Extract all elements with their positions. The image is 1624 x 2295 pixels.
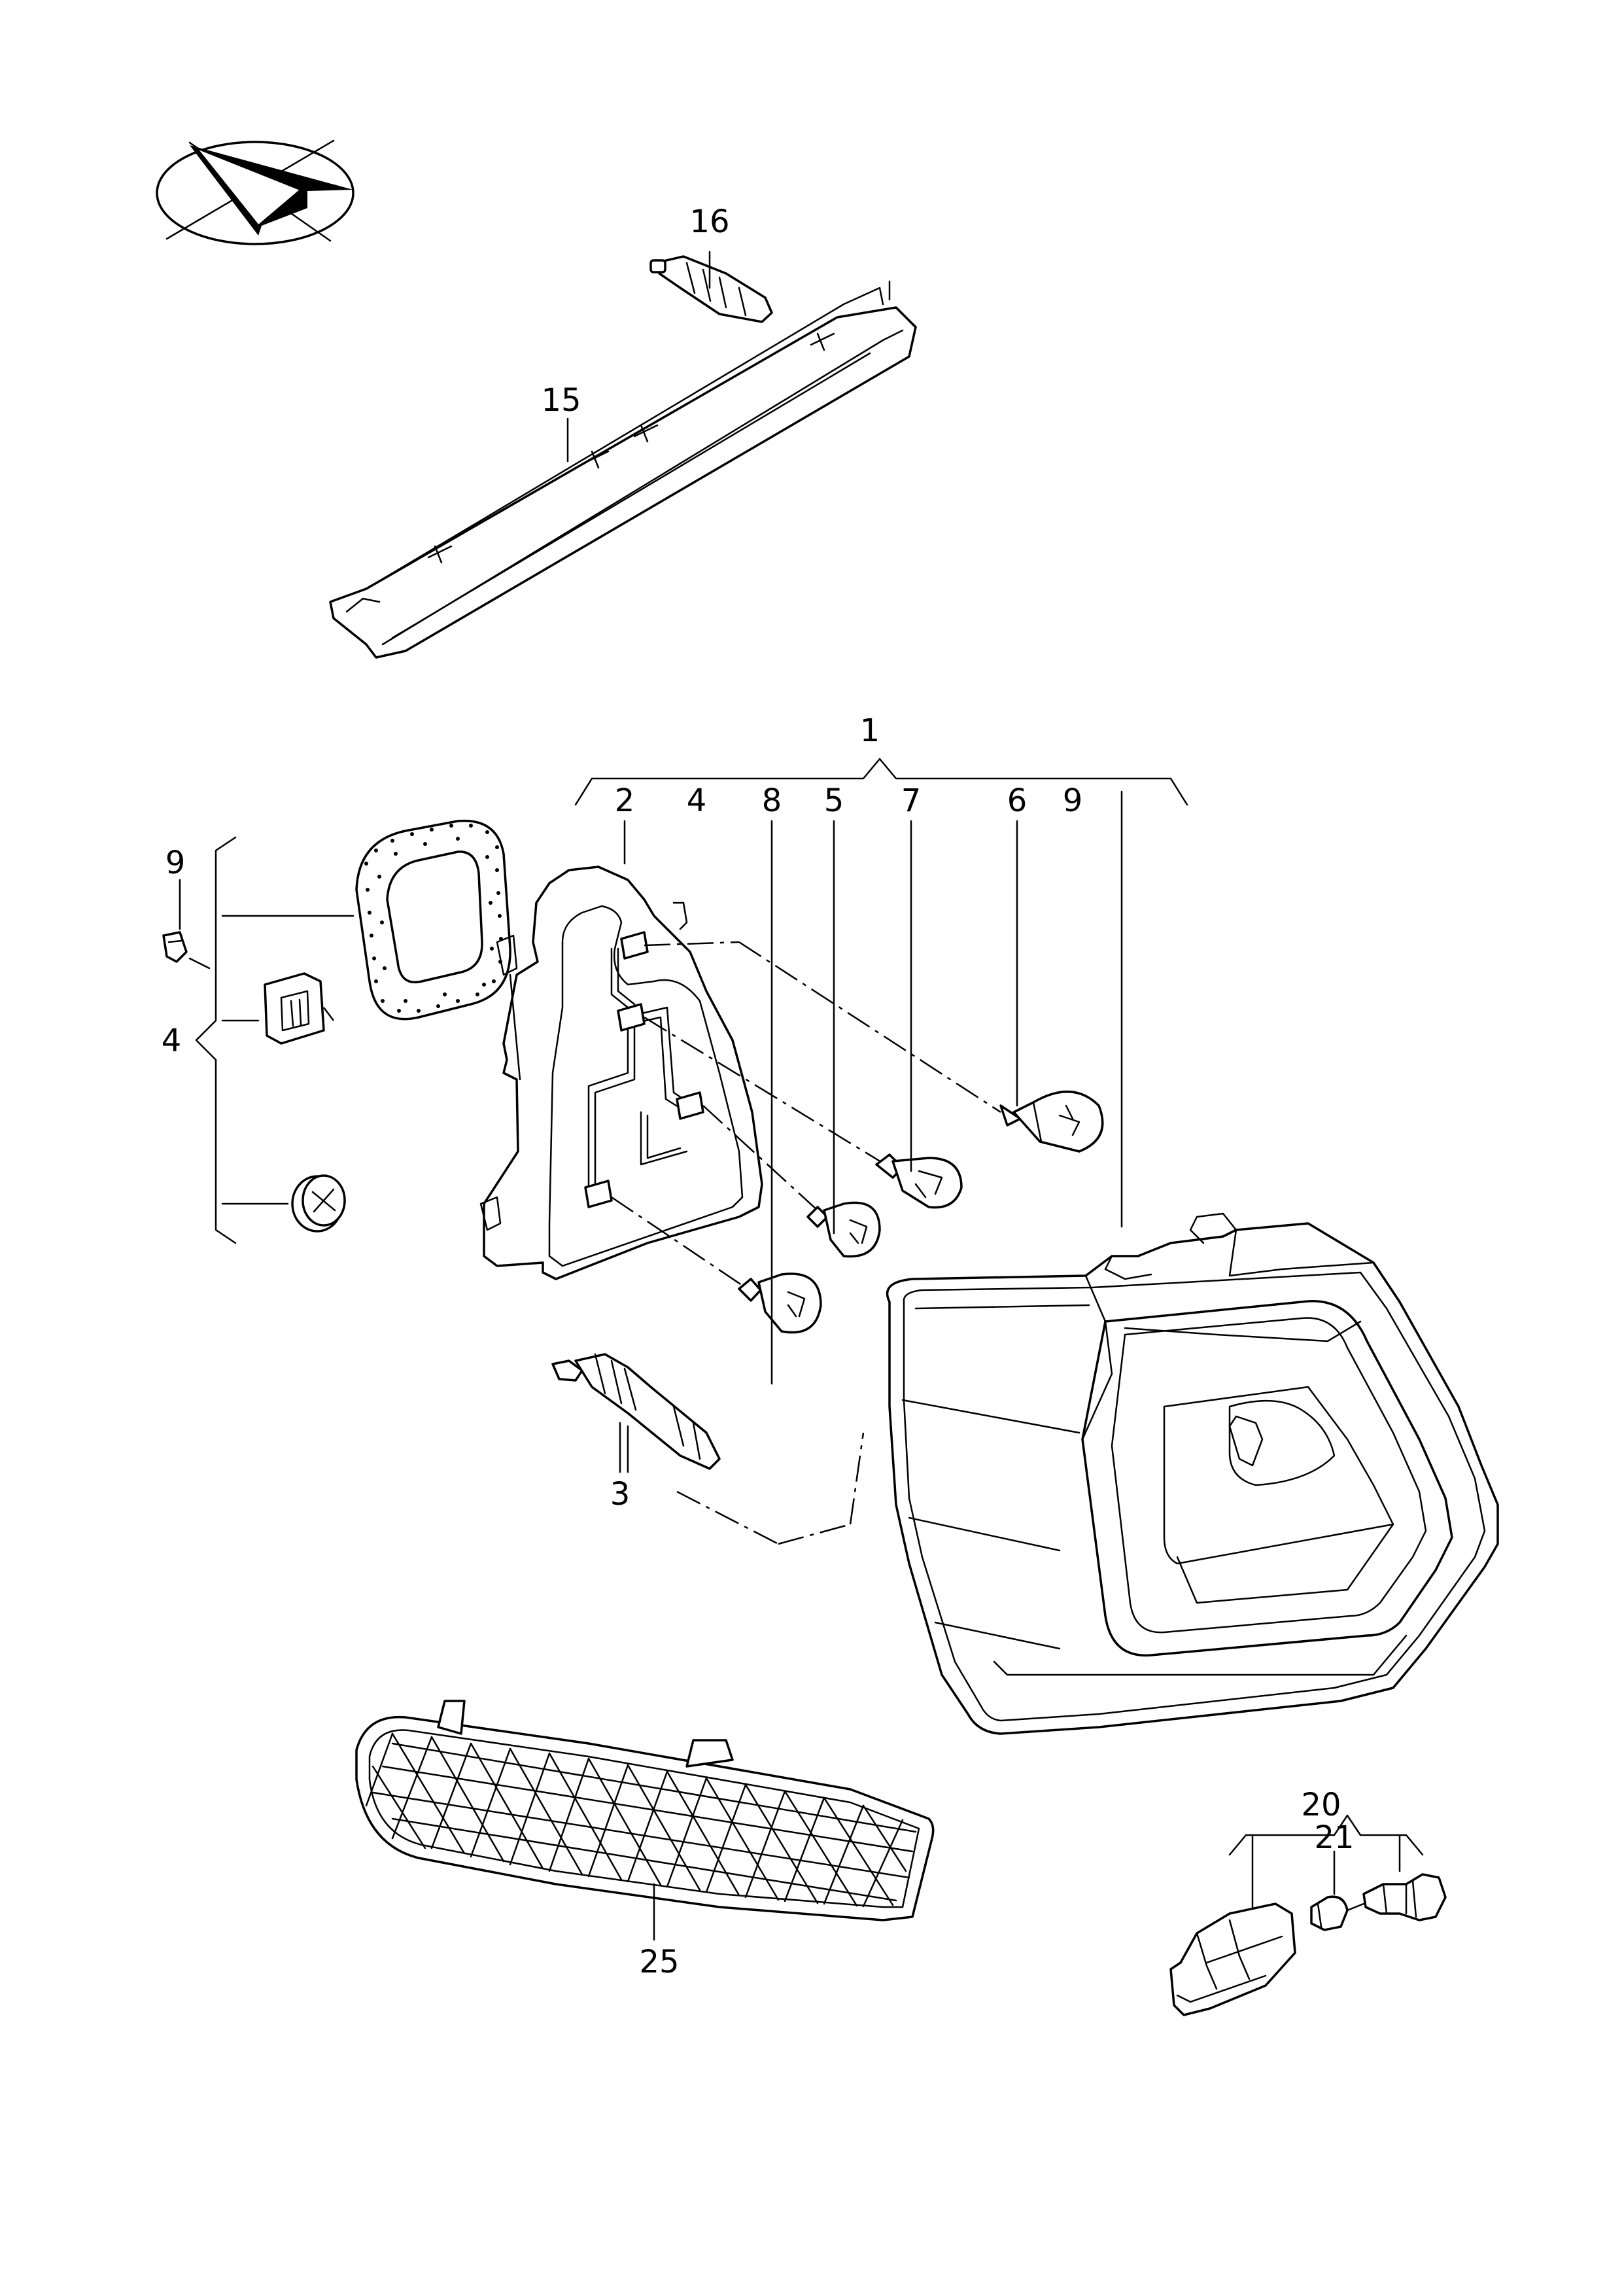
bulb-8[interactable]	[738, 1272, 822, 1334]
bulb-holder-3[interactable]	[551, 1353, 721, 1473]
callout-1: 1	[860, 712, 880, 749]
gasket-4[interactable]	[355, 819, 511, 1021]
bulb-7[interactable]	[875, 1153, 963, 1209]
callout-16: 16	[689, 203, 729, 240]
callout-15: 15	[541, 382, 581, 419]
callout-21: 21	[1314, 1819, 1354, 1856]
bulb-21[interactable]	[1310, 1850, 1365, 1931]
license-plate-lamp-20[interactable]	[1169, 1902, 1296, 2016]
grommet-round-4[interactable]	[291, 1174, 346, 1233]
callout-8: 8	[762, 782, 782, 819]
grommet-square-4[interactable]	[264, 972, 334, 1045]
tail-light-housing-9[interactable]	[886, 1212, 1499, 1735]
bulb-carrier-2[interactable]	[479, 866, 763, 1280]
leader-lines	[566, 251, 1123, 1941]
orientation-arrow-icon	[156, 139, 354, 245]
third-brake-light-15[interactable]	[329, 280, 917, 659]
group-bracket-1	[574, 758, 1188, 806]
callout-4-left: 4	[162, 1023, 182, 1059]
callout-25: 25	[639, 1944, 679, 1980]
reflector-25[interactable]	[355, 1700, 935, 1921]
bulb-6[interactable]	[999, 1090, 1104, 1153]
callout-2: 2	[615, 782, 635, 819]
lamp-socket-20[interactable]	[1362, 1873, 1447, 1921]
callout-6: 6	[1007, 782, 1028, 819]
callout-4-top: 4	[687, 782, 707, 819]
grille-mesh	[365, 1732, 917, 1908]
callout-5: 5	[824, 782, 844, 819]
clip-9[interactable]	[162, 879, 211, 970]
bulb-holder-16[interactable]	[649, 255, 773, 323]
callout-7: 7	[901, 782, 922, 819]
callout-9-left: 9	[165, 845, 186, 881]
callout-labels: 16 15 1 2 4 8 5 7 6 9 9 4 3 20 21 25	[162, 203, 1355, 1980]
callout-3: 3	[610, 1476, 631, 1513]
callout-20: 20	[1301, 1787, 1341, 1823]
group-bracket-4	[195, 836, 354, 1244]
assembly-lines	[611, 941, 1001, 1545]
callout-9-top: 9	[1063, 782, 1083, 819]
bulb-5[interactable]	[806, 1201, 881, 1258]
gasket-texture	[364, 824, 503, 1013]
